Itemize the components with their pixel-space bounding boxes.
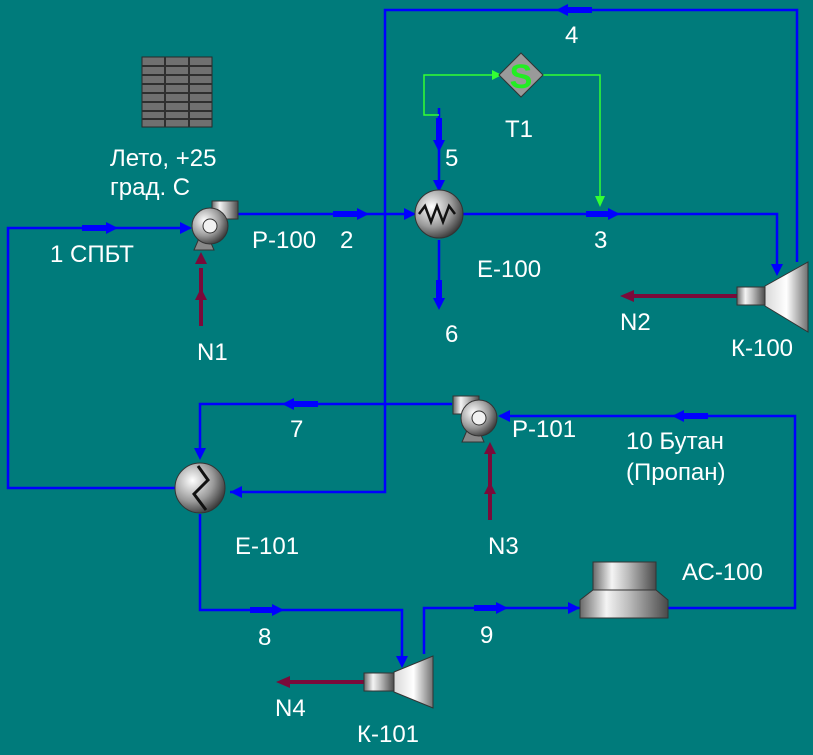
energy-n1-end-arrow <box>195 252 207 264</box>
stream-9-end-arrow <box>568 602 580 614</box>
energy-n1-arrow <box>195 288 207 300</box>
spreadsheet-label-line1: Лето, +25 <box>110 145 216 172</box>
stream-8-label: 8 <box>258 624 271 651</box>
energy-streams <box>195 252 737 688</box>
stream-6-arrow <box>433 298 445 310</box>
stream-3-marker <box>586 211 608 217</box>
spreadsheet-icon[interactable] <box>141 56 213 128</box>
spreadsheet-label-line2: град. С <box>110 174 190 201</box>
air-cooler-ac100-label: АС-100 <box>682 559 763 586</box>
heat-exchanger-e100-label: Е-100 <box>477 256 541 283</box>
energy-n3-end-arrow <box>484 442 496 454</box>
set-t1-symbol: S <box>510 58 533 96</box>
expander-k101-label: К-101 <box>357 721 419 748</box>
stream-9-marker <box>474 605 496 611</box>
set-t1-icon[interactable]: S <box>498 52 544 98</box>
pump-p101-icon[interactable] <box>452 395 498 443</box>
stream-3-end-arrow <box>771 264 783 276</box>
signal-lines <box>423 70 605 207</box>
stream-1-end-arrow <box>180 222 192 234</box>
energy-n3-label: N3 <box>488 533 519 560</box>
stream-3-label: 3 <box>594 227 607 254</box>
stream-10-label-line2: (Пропан) <box>626 459 726 486</box>
pump-p100-label: Р-100 <box>252 227 316 254</box>
t1-signal-out[interactable] <box>543 74 601 205</box>
stream-2-marker <box>333 211 357 217</box>
stream-5-label: 5 <box>445 145 458 172</box>
stream-6-label: 6 <box>445 321 458 348</box>
stream-5-marker <box>436 118 442 140</box>
stream-3-arrow <box>608 208 620 220</box>
heat-exchanger-e101-label: Е-101 <box>235 533 299 560</box>
material-streams <box>6 8 799 664</box>
stream-10-arrow <box>672 410 684 422</box>
stream-7-end-arrow <box>194 448 206 460</box>
stream-10-label-line1: 10 Бутан <box>626 428 724 455</box>
stream-7-label: 7 <box>290 416 303 443</box>
expander-k100-label: К-100 <box>731 335 793 362</box>
stream-4-marker <box>568 7 592 13</box>
stream-4-line[interactable] <box>230 8 799 494</box>
stream-5-arrow <box>433 140 445 152</box>
stream-10-end-arrow <box>498 410 510 422</box>
stream-6-marker <box>436 280 442 298</box>
stream-4-label: 4 <box>565 22 578 49</box>
stream-2-arrow <box>357 208 369 220</box>
t1-signal-out-arrow <box>595 196 605 207</box>
stream-2-end-arrow <box>404 208 416 220</box>
stream-flow-markers <box>82 4 783 668</box>
stream-7-marker <box>294 401 318 407</box>
expander-k101-icon[interactable] <box>363 655 434 709</box>
stream-8-end-arrow <box>396 656 408 668</box>
t1-signal-in[interactable] <box>423 74 500 116</box>
stream-10-marker <box>684 413 708 419</box>
stream-8-arrow <box>272 604 284 616</box>
stream-3-line[interactable] <box>462 212 779 272</box>
t1-signal-in-arrow <box>492 70 502 80</box>
expander-k100-icon[interactable] <box>736 261 809 333</box>
pump-p100-icon[interactable] <box>191 200 239 251</box>
energy-n4-label: N4 <box>275 695 306 722</box>
stream-10-line[interactable] <box>500 414 797 610</box>
stream-7-arrow <box>282 398 294 410</box>
energy-n1-label: N1 <box>197 339 228 366</box>
stream-9-label: 9 <box>480 622 493 649</box>
stream-2-label: 2 <box>340 227 353 254</box>
labels: Лето, +25 град. С 1 СПБТ Р-100 2 5 T1 4 … <box>50 22 793 748</box>
stream-9-line[interactable] <box>422 606 580 654</box>
energy-n3-arrow <box>484 482 496 494</box>
air-cooler-ac100-icon[interactable] <box>579 561 669 619</box>
pump-p101-label: Р-101 <box>512 416 576 443</box>
set-t1-label: T1 <box>505 116 533 143</box>
energy-n2-arrow <box>620 290 634 302</box>
stream-5-end-arrow <box>433 180 445 192</box>
stream-4-end-arrow <box>230 486 242 498</box>
stream-9-arrow <box>496 602 508 614</box>
heat-exchanger-e101-icon[interactable] <box>174 462 226 514</box>
heat-exchanger-e100-icon[interactable] <box>414 189 464 239</box>
stream-8-marker <box>250 607 272 613</box>
stream-1-label: 1 СПБТ <box>50 241 134 268</box>
stream-8-line[interactable] <box>198 514 404 664</box>
energy-n4-arrow <box>276 676 290 688</box>
energy-n2-label: N2 <box>620 309 651 336</box>
stream-7-line[interactable] <box>198 402 452 456</box>
stream-1-marker <box>82 225 106 231</box>
stream-4-arrow <box>556 4 568 16</box>
stream-1-arrow <box>106 222 118 234</box>
